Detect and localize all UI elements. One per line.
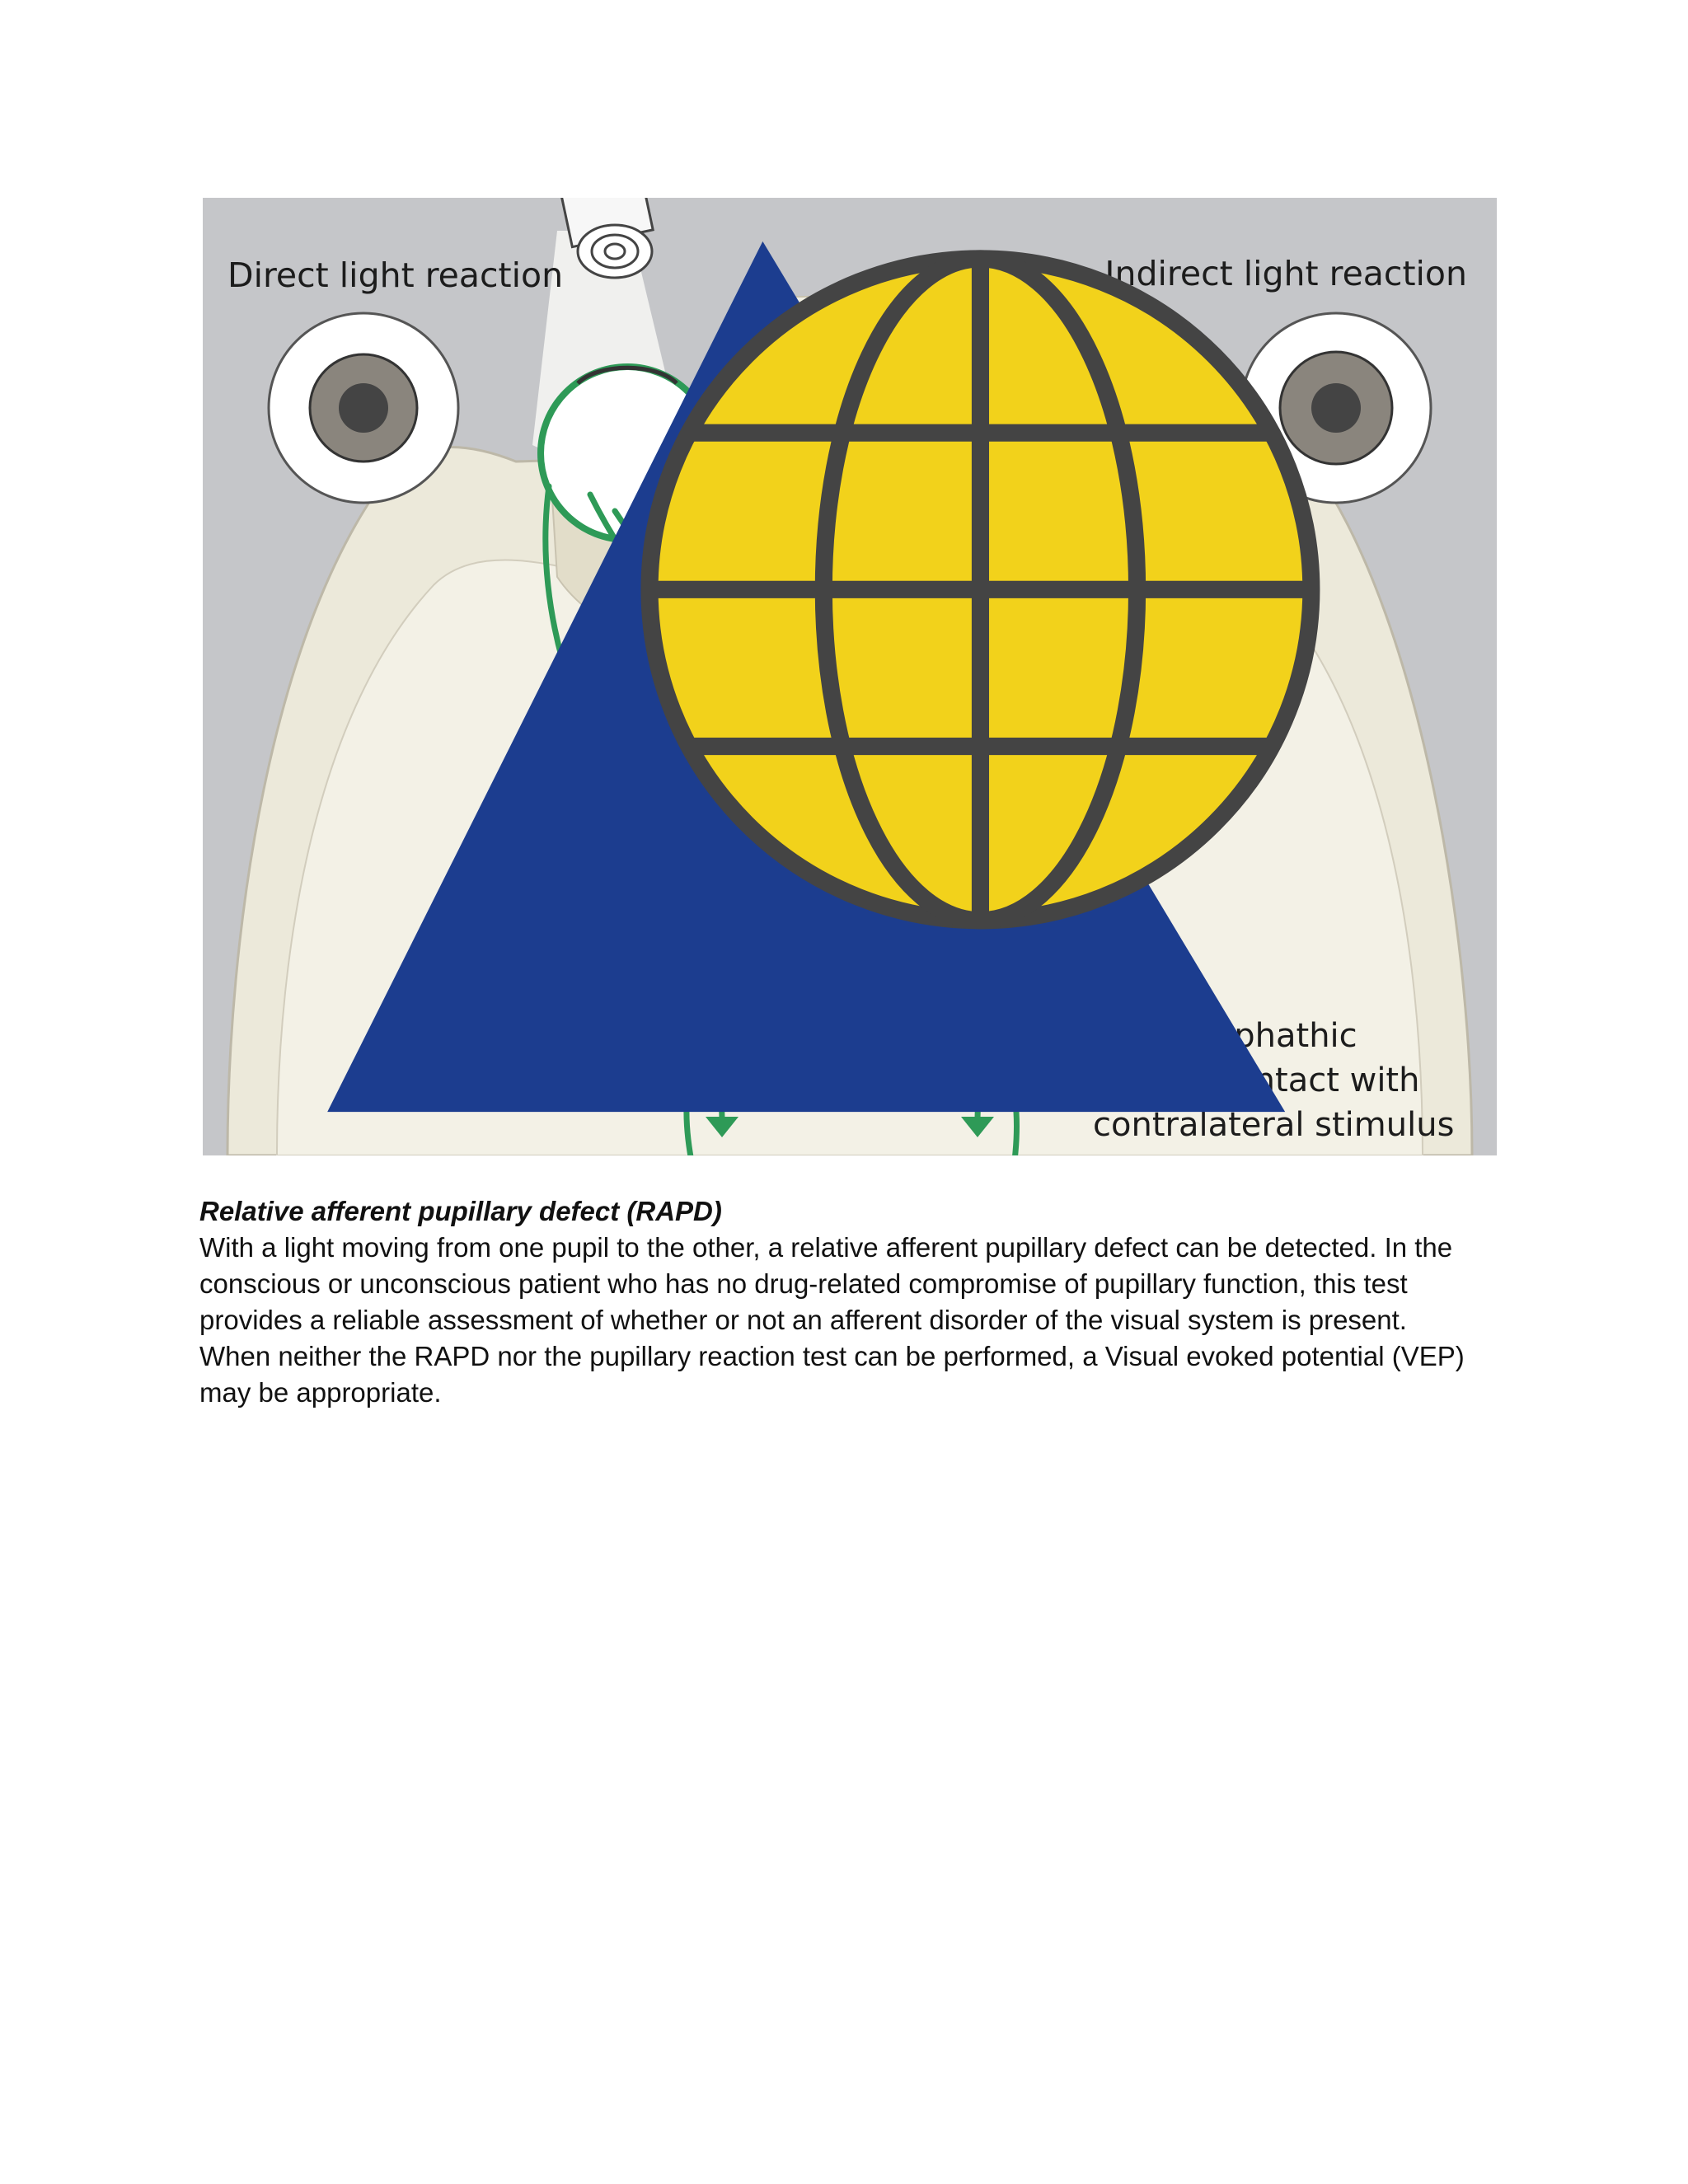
direct-pupil-icon <box>267 312 460 504</box>
paragraph-rapd: With a light moving from one pupil to th… <box>199 1232 1453 1335</box>
body-text: Relative afferent pupillary defect (RAPD… <box>199 1193 1502 1411</box>
arrow-down-left-icon <box>706 1117 738 1137</box>
indirect-light-label: Indirect light reaction <box>1104 254 1467 293</box>
callout-line-3: contralateral stimulus <box>1093 1106 1455 1144</box>
flashlight-icon <box>559 198 654 279</box>
arrow-down-right-icon <box>961 1117 994 1137</box>
direct-light-label: Direct light reaction <box>227 255 564 295</box>
section-heading: Relative afferent pupillary defect (RAPD… <box>199 1196 722 1226</box>
paragraph-vep: When neither the RAPD nor the pupillary … <box>199 1341 1465 1408</box>
anatomy-figure: Direct light reaction Indirect light rea… <box>203 198 1497 1155</box>
publisher-logo-icon <box>327 241 1320 1113</box>
